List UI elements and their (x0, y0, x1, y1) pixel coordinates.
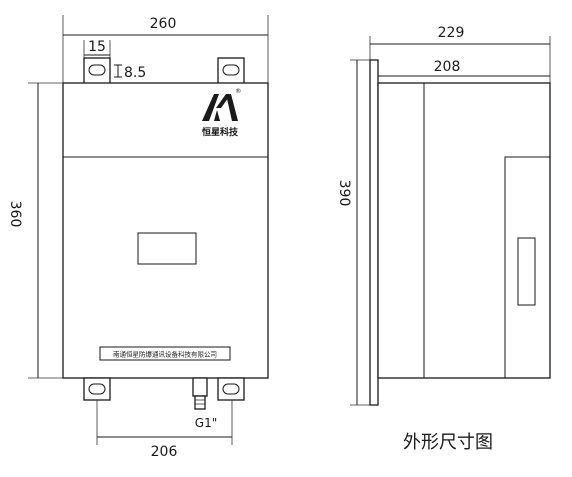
door-handle (517, 237, 536, 306)
drawing-caption: 外形尺寸图 (403, 432, 493, 453)
slot-dimension: 8.5 (114, 64, 146, 81)
logo-stroke-2 (214, 110, 220, 121)
top-right-mounting-tab (217, 57, 245, 85)
top-left-mounting-tab (83, 57, 111, 85)
tab-plate (83, 377, 111, 401)
bottom-right-mounting-tab (217, 377, 245, 401)
gland-label: G1" (195, 416, 217, 430)
mounting-bracket (369, 59, 379, 406)
tab-slot (222, 383, 240, 395)
nameplate: 南通恒星防爆通讯设备科技有限公司 (99, 346, 231, 361)
gland-body (192, 377, 208, 397)
bottom-left-mounting-tab (83, 377, 111, 401)
tab-width-label: 15 (88, 39, 106, 55)
front-view: 260 15 8.5 (7, 15, 269, 460)
side-height-dimension: 390 (336, 59, 370, 406)
tab-slot (88, 64, 106, 76)
body-depth-label: 208 (434, 59, 461, 75)
front-height-dimension: 360 (7, 82, 63, 379)
side-view: 229 208 390 (336, 25, 551, 406)
cable-gland: G1" (192, 377, 217, 430)
tab-plate (217, 377, 245, 401)
inner-panel-outline (504, 156, 550, 378)
side-depth-dimension: 229 (369, 25, 551, 83)
front-width-dimension: 260 (62, 15, 269, 83)
enclosure-front (62, 82, 269, 379)
front-width-label: 260 (150, 16, 177, 32)
slot-label: 8.5 (124, 65, 146, 81)
registered-mark: ® (235, 87, 242, 95)
brand-logo-icon (202, 94, 238, 121)
enclosure-side (377, 82, 551, 379)
side-depth-label: 229 (438, 25, 465, 41)
mount-spacing-label: 206 (151, 444, 178, 460)
gland-thread (194, 395, 206, 410)
brand-logo: ® 恒星科技 (202, 87, 242, 138)
logo-stroke-4 (226, 94, 238, 121)
tab-slot (88, 383, 106, 395)
tab-width-dimension: 15 (83, 39, 111, 60)
logo-stroke-1 (202, 94, 219, 121)
tab-plate (83, 57, 111, 85)
body-depth-dimension: 208 (377, 59, 550, 83)
nameplate-text: 南通恒星防爆通讯设备科技有限公司 (113, 350, 217, 359)
display-window (137, 232, 197, 265)
brand-name: 恒星科技 (202, 126, 239, 138)
front-height-label: 360 (7, 201, 23, 228)
nameplate-frame (99, 346, 231, 361)
side-height-label: 390 (336, 180, 352, 207)
mount-spacing-dimension: 206 (96, 400, 233, 460)
tab-plate (217, 57, 245, 85)
tab-slot (222, 64, 240, 76)
